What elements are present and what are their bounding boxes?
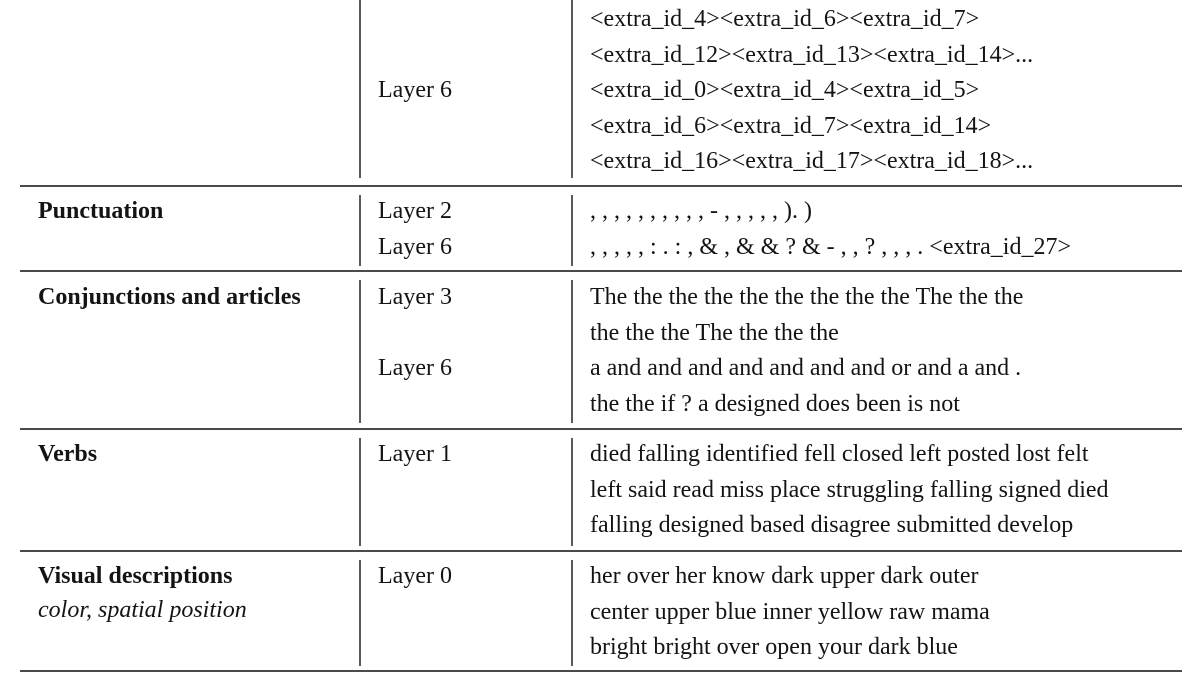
token-line: <extra_id_0><extra_id_4><extra_id_5> bbox=[590, 77, 980, 103]
layer-label: Layer 0 bbox=[378, 563, 452, 589]
token-list: The the the the the the the the the The … bbox=[590, 280, 1023, 422]
token-line: , , , , , , , , , , - , , , , , ). ) bbox=[590, 198, 812, 224]
token-line: a and and and and and and and or and a a… bbox=[590, 355, 1022, 381]
token-line: the the if ? a designed does been is not bbox=[590, 390, 960, 417]
token-line: falling designed based disagree submitte… bbox=[590, 512, 1074, 538]
category-label: Verbs bbox=[38, 441, 98, 467]
row-separator bbox=[20, 428, 1182, 430]
token-line: The the the the the the the the the The … bbox=[590, 284, 1024, 310]
layer-label: Layer 1 bbox=[378, 441, 452, 467]
token-list: her over her know dark upper dark outer … bbox=[590, 559, 990, 666]
column-divider bbox=[571, 195, 573, 266]
column-divider bbox=[571, 560, 573, 666]
column-divider bbox=[571, 0, 573, 178]
token-line: left said read miss place struggling fal… bbox=[590, 476, 1109, 503]
row-separator bbox=[20, 550, 1182, 552]
category-label: Punctuation bbox=[38, 198, 164, 224]
table-row-extra-ids: Layer 6 <extra_id_4><extra_id_6><extra_i… bbox=[0, 0, 1200, 185]
token-list: <extra_id_4><extra_id_6><extra_id_7> <ex… bbox=[590, 2, 1033, 180]
token-line: <extra_id_16><extra_id_17><extra_id_18>.… bbox=[590, 148, 1034, 174]
column-divider bbox=[571, 438, 573, 546]
token-line: died falling identified fell closed left… bbox=[590, 441, 1089, 467]
layer-label: Layer 2 Layer 6 bbox=[378, 198, 452, 260]
table-row-punctuation: Punctuation Layer 2 Layer 6 , , , , , , … bbox=[0, 187, 1200, 270]
token-line: her over her know dark upper dark outer bbox=[590, 563, 979, 589]
token-line: center upper blue inner yellow raw mama bbox=[590, 598, 990, 625]
row-separator bbox=[20, 270, 1182, 272]
column-divider bbox=[359, 0, 361, 178]
column-divider bbox=[359, 195, 361, 266]
category-label: Conjunctions and articles bbox=[38, 284, 301, 310]
token-line: <extra_id_12><extra_id_13><extra_id_14>.… bbox=[590, 41, 1034, 68]
layer-label: Layer 6 bbox=[378, 77, 452, 103]
column-divider bbox=[359, 280, 361, 423]
column-divider bbox=[359, 438, 361, 546]
table-row-conjunctions: Conjunctions and articles Layer 3 Layer … bbox=[0, 272, 1200, 428]
table-bottom-rule bbox=[20, 670, 1182, 672]
layer-label: Layer 3 Layer 6 bbox=[378, 284, 452, 381]
token-list: , , , , , , , , , , - , , , , , ). ) , ,… bbox=[590, 194, 1071, 265]
category-subtitle: color, spatial position bbox=[38, 596, 247, 623]
table-row-visual-descriptions: Visual descriptions color, spatial posit… bbox=[0, 552, 1200, 670]
column-divider bbox=[359, 560, 361, 666]
token-line: <extra_id_6><extra_id_7><extra_id_14> bbox=[590, 112, 992, 139]
column-divider bbox=[571, 280, 573, 423]
token-line: <extra_id_4><extra_id_6><extra_id_7> bbox=[590, 6, 980, 32]
token-line: , , , , , : . : , & , & & ? & - , , ? , … bbox=[590, 233, 1072, 260]
table-row-verbs: Verbs Layer 1 died falling identified fe… bbox=[0, 430, 1200, 550]
token-list: died falling identified fell closed left… bbox=[590, 437, 1109, 544]
token-line: the the the The the the the bbox=[590, 319, 839, 346]
category-label: Visual descriptions color, spatial posit… bbox=[38, 559, 247, 628]
row-separator bbox=[20, 185, 1182, 187]
token-line: bright bright over open your dark blue bbox=[590, 634, 958, 660]
